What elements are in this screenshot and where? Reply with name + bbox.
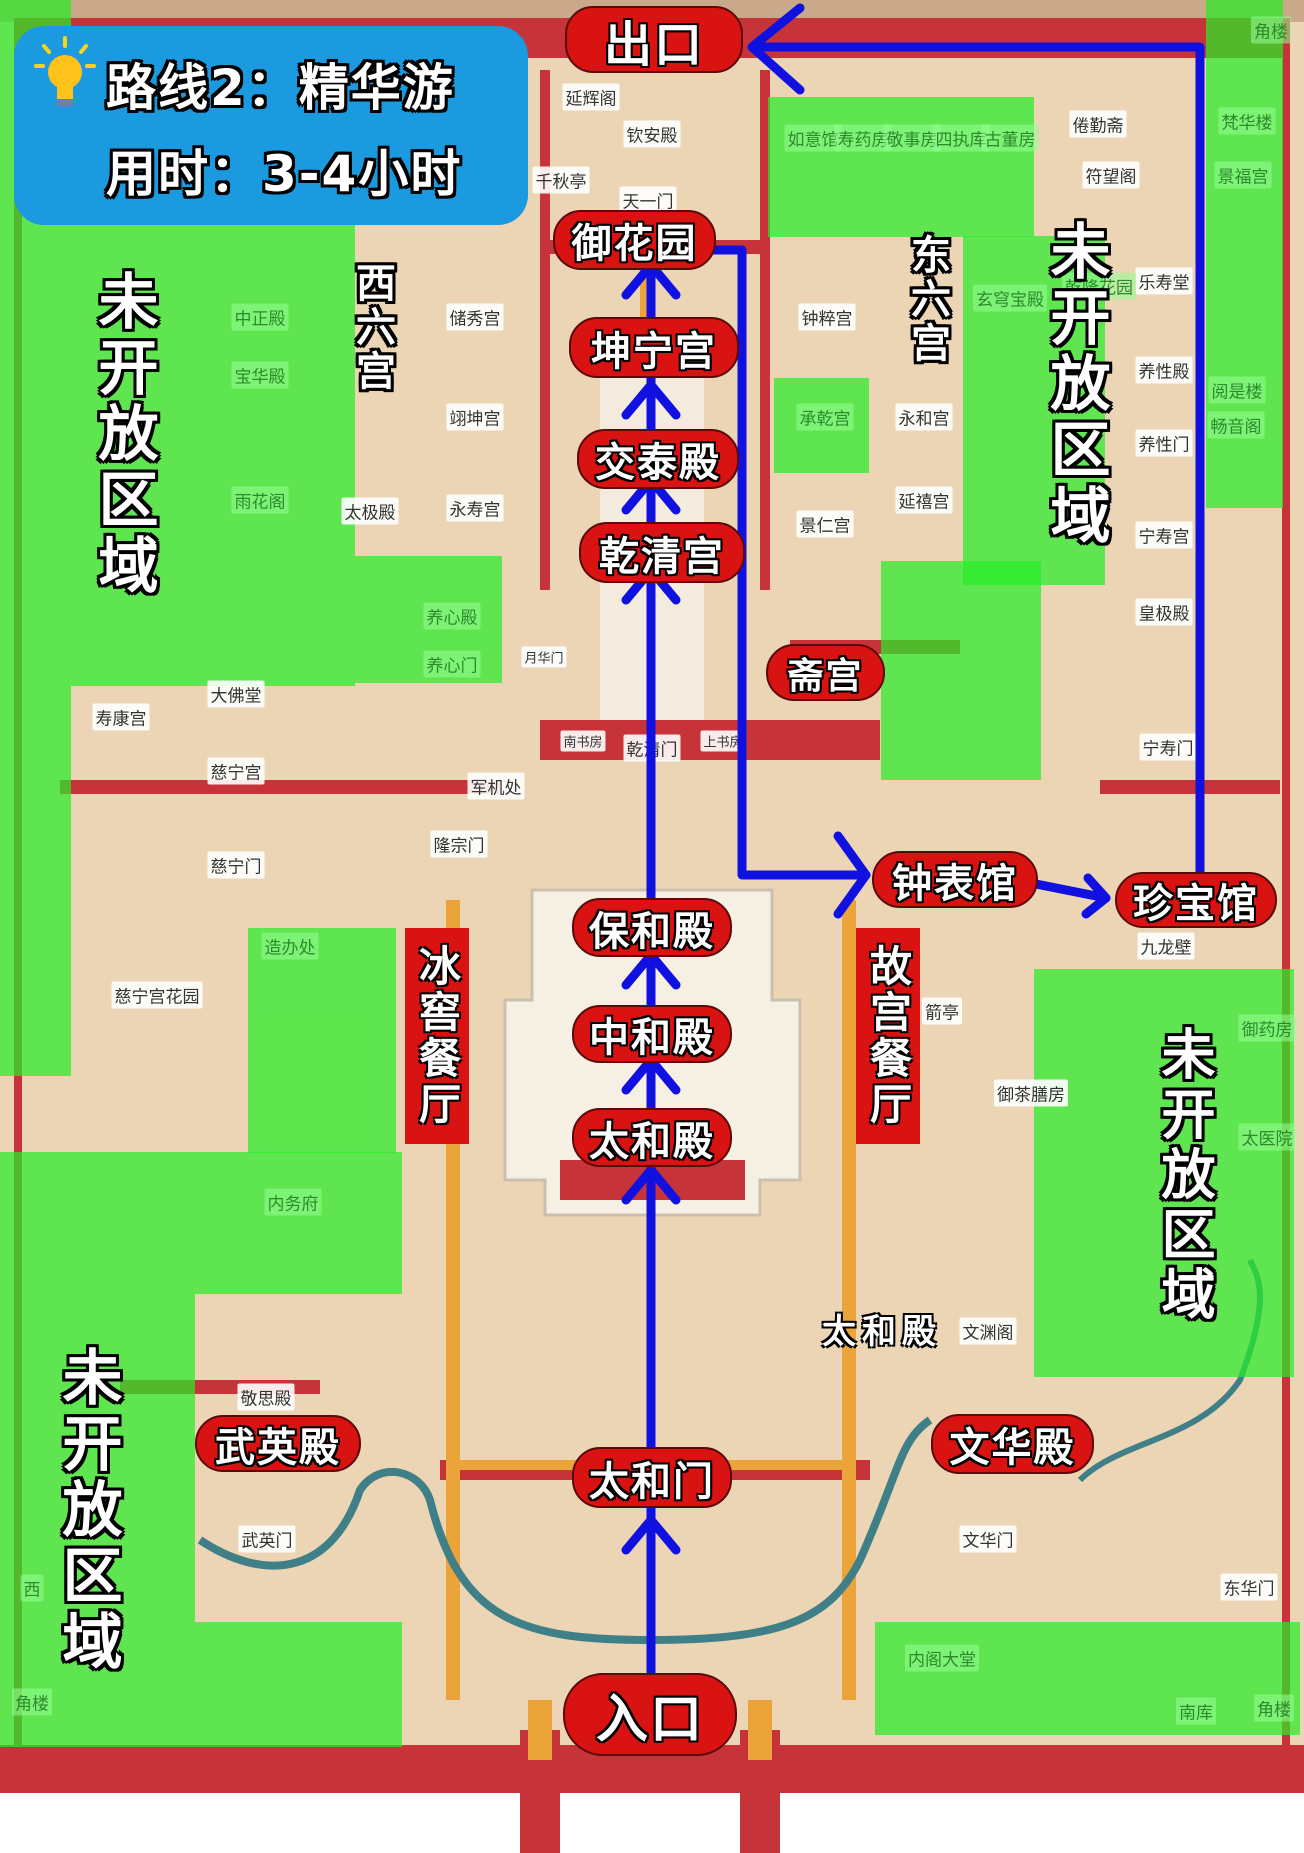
restaurant-bingjiao[interactable]: 冰窖餐厅 [405,928,469,1144]
stop-wuyingdian[interactable]: 武英殿 [195,1415,361,1472]
building-label: 内阁大堂 [905,1644,979,1672]
stop-entrance[interactable]: 入口 [563,1673,737,1756]
building-label: 大佛堂 [207,680,265,708]
building-label: 延辉阁 [562,83,620,111]
building-label: 箭亭 [922,997,962,1025]
building-label: 翊坤宫 [446,403,504,431]
closed-area-overlay [0,1622,402,1747]
building-label: 梵华楼 [1218,107,1276,135]
stop-wenhuadian[interactable]: 文华殿 [931,1414,1094,1474]
building-label: 慈宁宫花园 [111,981,203,1009]
closed-area-label: 未开放区域 [88,270,158,600]
lightbulb-icon [34,36,96,107]
building-label: 寿康宫 [92,703,150,731]
closed-area-label: 未开放区域 [1152,1026,1215,1326]
building-label: 太医院 [1238,1123,1296,1151]
stop-taihedian[interactable]: 太和殿 [572,1108,732,1167]
building-label: 承乾宫 [796,403,854,431]
taihedian-text: 太和殿 [822,1312,942,1352]
closed-area-label: 未开放区域 [52,1346,122,1676]
building-label: 景福宫 [1214,161,1272,189]
building-label: 养心门 [423,650,481,678]
building-label: 角楼 [1251,16,1291,44]
building-label: 养性门 [1135,429,1193,457]
building-label: 敬思殿 [237,1383,295,1411]
stop-kunninggong[interactable]: 坤宁宫 [569,317,739,378]
building-label: 太极殿 [341,497,399,525]
stop-yuhuayuan[interactable]: 御花园 [553,210,716,270]
building-label: 景仁宫 [796,510,854,538]
building-label: 延禧宫 [895,486,953,514]
stop-jiaotaidian[interactable]: 交泰殿 [577,429,739,489]
building-label: 古董房 [981,124,1039,152]
stop-zhenbaoguan[interactable]: 珍宝馆 [1115,872,1277,928]
building-label: 文渊阁 [959,1317,1017,1345]
building-label: 角楼 [12,1688,52,1716]
building-label: 九龙壁 [1137,932,1195,960]
stop-exit[interactable]: 出口 [565,6,743,73]
building-label: 慈宁宫 [207,757,265,785]
building-label: 东华门 [1220,1573,1278,1601]
building-label: 中正殿 [231,303,289,331]
building-label: 永寿宫 [446,494,504,522]
building-label: 千秋亭 [532,166,590,194]
building-label: 阅是楼 [1208,376,1266,404]
stop-baohedian[interactable]: 保和殿 [572,898,732,957]
stop-zhaigong[interactable]: 斋宫 [766,644,885,701]
closed-area-overlay [875,1622,1300,1735]
restaurant-gugong[interactable]: 故宫餐厅 [856,928,920,1144]
building-label: 宝华殿 [231,361,289,389]
building-label: 南库 [1176,1697,1216,1725]
building-label: 天一门 [619,186,677,214]
building-label: 乐寿堂 [1135,267,1193,295]
building-label: 内务府 [264,1188,322,1216]
building-label: 造办处 [261,932,319,960]
stop-zhongbiaoguan[interactable]: 钟表馆 [872,851,1038,908]
closed-area-overlay [0,1294,195,1622]
building-label: 宁寿门 [1139,733,1197,761]
building-label: 武英门 [238,1525,296,1553]
building-label: 西 [20,1574,44,1602]
building-label: 皇极殿 [1135,598,1193,626]
building-label: 钦安殿 [623,120,681,148]
building-label: 养心殿 [423,602,481,630]
building-label: 养性殿 [1135,356,1193,384]
building-label: 倦勤斋 [1069,110,1127,138]
route-info-box: 路线2：精华游 用时：3-4小时 [14,26,528,225]
building-label: 文华门 [959,1525,1017,1553]
building-label: 宁寿宫 [1135,521,1193,549]
stop-taihemen[interactable]: 太和门 [572,1447,732,1508]
building-label: 御茶膳房 [994,1079,1068,1107]
stop-qianqinggong[interactable]: 乾清宫 [579,522,745,583]
building-label: 符望阁 [1082,161,1140,189]
building-label: 永和宫 [895,403,953,431]
route-title: 路线2：精华游 [106,59,455,117]
building-label: 畅音阁 [1207,411,1265,439]
building-label: 乾清门 [623,734,681,762]
building-label: 如意馆 [784,124,842,152]
building-label: 慈宁门 [207,851,265,879]
building-label: 御药房 [1238,1014,1296,1042]
building-label: 隆宗门 [430,830,488,858]
building-label: 南书房 [560,730,606,752]
closed-area-overlay [71,225,355,686]
closed-area-overlay [881,561,1041,780]
closed-area-overlay [0,1152,402,1294]
building-label: 储秀宫 [446,303,504,331]
building-label: 钟粹宫 [798,303,856,331]
closed-area-overlay [768,97,1034,237]
building-label: 雨花阁 [231,486,289,514]
building-label: 上书房 [700,730,746,752]
closed-area-label: 未开放区域 [1040,220,1110,550]
building-label: 军机处 [467,772,525,800]
area-east-six-palaces: 东六宫 [904,234,950,366]
stop-zhonghedian[interactable]: 中和殿 [572,1005,732,1063]
closed-area-overlay [248,928,396,1153]
area-west-six-palaces: 西六宫 [349,262,395,394]
building-label: 月华门 [521,646,567,668]
route-duration: 用时：3-4小时 [106,145,463,203]
building-label: 角楼 [1254,1694,1294,1722]
